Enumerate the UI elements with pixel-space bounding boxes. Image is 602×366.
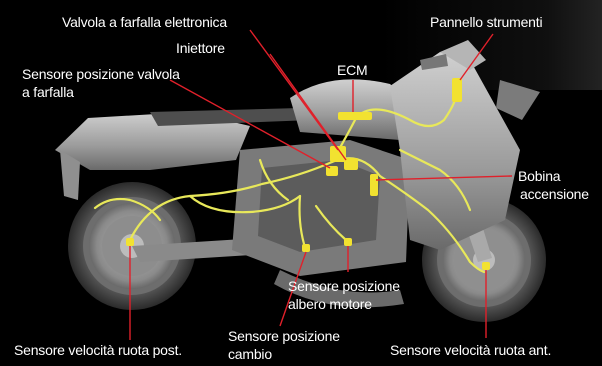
label-ignition-coil-1: Bobina xyxy=(518,168,560,185)
ecm-marker xyxy=(338,112,372,120)
gear-sensor-marker xyxy=(302,244,310,252)
label-front-speed-sensor: Sensore velocità ruota ant. xyxy=(390,342,551,359)
label-instrument-panel: Pannello strumenti xyxy=(430,14,542,31)
ignition-coil-marker xyxy=(370,174,378,196)
label-throttle-valve: Valvola a farfalla elettronica xyxy=(62,14,227,31)
instrument-panel-marker xyxy=(452,78,462,102)
label-ignition-coil-2: accensione xyxy=(520,186,589,203)
label-rear-speed-sensor: Sensore velocità ruota post. xyxy=(14,342,182,359)
label-gear-sensor-2: cambio xyxy=(228,346,272,363)
label-throttle-sensor-2: a farfalla xyxy=(22,84,74,101)
label-ecm: ECM xyxy=(337,62,368,79)
front-speed-sensor-marker xyxy=(482,262,490,270)
rear-speed-sensor-marker xyxy=(126,238,134,246)
label-injector: Iniettore xyxy=(176,40,225,57)
label-gear-sensor-1: Sensore posizione xyxy=(228,328,340,345)
crank-sensor-marker xyxy=(344,238,352,246)
label-crank-sensor-2: albero motore xyxy=(288,296,372,313)
label-crank-sensor-1: Sensore posizione xyxy=(288,278,400,295)
label-throttle-sensor-1: Sensore posizione valvola xyxy=(22,66,180,83)
